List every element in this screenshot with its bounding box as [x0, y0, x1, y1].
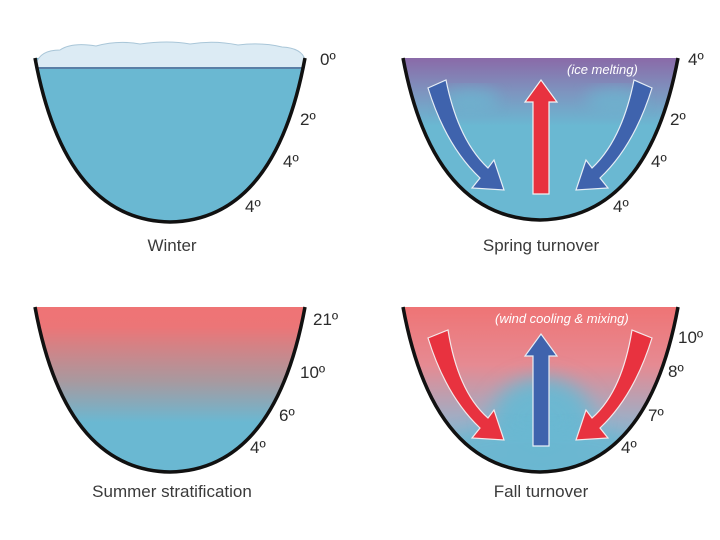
fall-caption: Fall turnover — [494, 482, 589, 501]
spring-caption: Spring turnover — [483, 236, 600, 255]
spring-temp-upper: 2º — [670, 110, 686, 129]
spring-panel: (ice melting) 4º 2º 4º 4º Spring turnove… — [403, 50, 704, 255]
fall-temp-bottom: 4º — [621, 438, 637, 457]
winter-panel: 0º 2º 4º 4º Winter — [35, 42, 336, 255]
summer-temp-surface: 21º — [313, 310, 338, 329]
winter-caption: Winter — [147, 236, 196, 255]
fall-temp-middle: 7º — [648, 406, 664, 425]
fall-temp-surface: 10º — [678, 328, 703, 347]
summer-panel: 21º 10º 6º 4º Summer stratification — [35, 307, 338, 501]
spring-temp-surface: 4º — [688, 50, 704, 69]
spring-note: (ice melting) — [567, 62, 638, 77]
winter-temp-surface: 0º — [320, 50, 336, 69]
spring-temp-bottom: 4º — [613, 197, 629, 216]
summer-temp-upper: 10º — [300, 363, 325, 382]
fall-note: (wind cooling & mixing) — [495, 311, 629, 326]
winter-temp-middle: 4º — [283, 152, 299, 171]
winter-water — [35, 58, 305, 222]
spring-temp-middle: 4º — [651, 152, 667, 171]
winter-temp-bottom: 4º — [245, 197, 261, 216]
fall-panel: (wind cooling & mixing) 10º 8º 7º 4º Fal… — [403, 307, 703, 501]
winter-temp-upper: 2º — [300, 110, 316, 129]
summer-caption: Summer stratification — [92, 482, 252, 501]
summer-temp-bottom: 4º — [250, 438, 266, 457]
fall-temp-upper: 8º — [668, 362, 684, 381]
winter-ice-layer — [36, 42, 305, 68]
summer-temp-middle: 6º — [279, 406, 295, 425]
